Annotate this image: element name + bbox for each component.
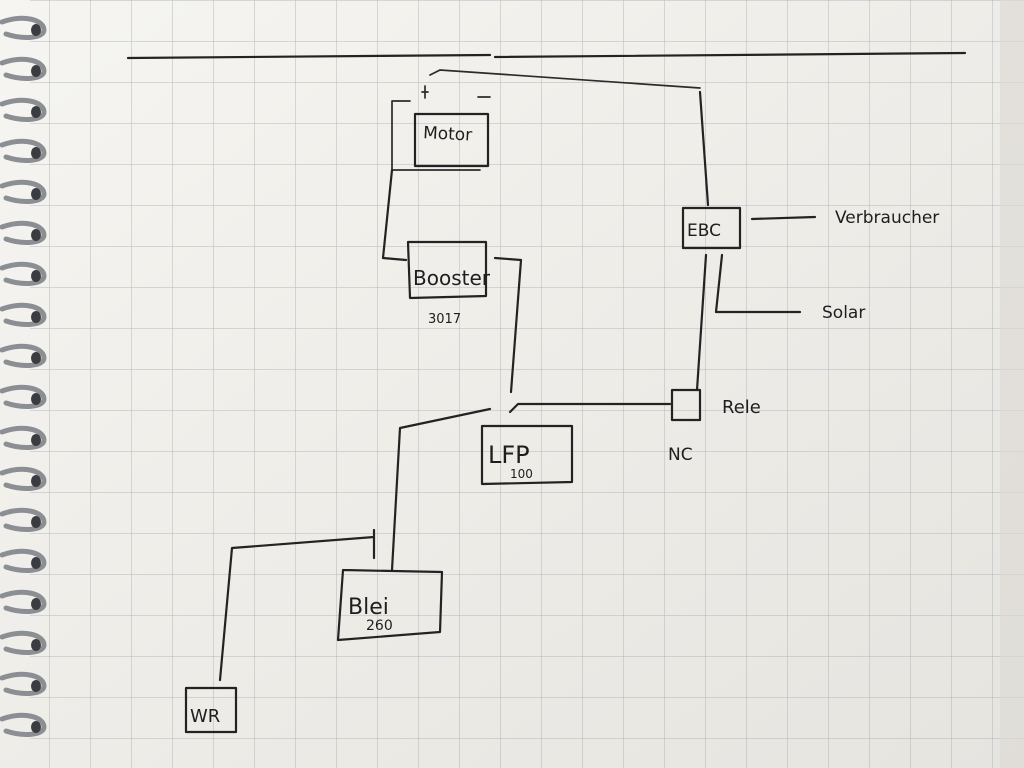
lfp-label: LFP <box>488 441 530 469</box>
spiral-ring <box>0 343 47 368</box>
motor-booster-wire <box>381 168 408 262</box>
wr-label: WR <box>190 706 220 727</box>
rele-ebc-wire <box>695 253 708 392</box>
ebc-verbraucher-wire <box>750 215 817 221</box>
ebc-solar-wire <box>714 253 802 314</box>
spiral-hole <box>31 270 41 282</box>
blei-label: Blei <box>348 595 389 620</box>
lfp-rele-wire <box>508 402 672 414</box>
spiral-binding <box>0 15 47 737</box>
spiral-ring <box>0 220 47 245</box>
spiral-hole <box>31 721 41 733</box>
spiral-ring <box>0 138 47 163</box>
spiral-ring <box>0 507 47 532</box>
motor-label: Motor <box>423 123 473 146</box>
spiral-hole <box>31 311 41 323</box>
rele-component: Rele NC <box>668 388 761 465</box>
spiral-hole <box>31 188 41 200</box>
spiral-hole <box>31 229 41 241</box>
spiral-ring <box>0 425 47 450</box>
spiral-hole <box>31 106 41 118</box>
solar-label: Solar <box>822 303 865 323</box>
spiral-ring <box>0 302 47 327</box>
spiral-hole <box>31 24 41 36</box>
spiral-hole <box>31 434 41 446</box>
spiral-hole <box>31 557 41 569</box>
spiral-hole <box>31 147 41 159</box>
blei-component: Blei 260 <box>336 568 444 642</box>
verbraucher-label: Verbraucher <box>835 208 939 228</box>
blei-rating: 260 <box>366 618 393 634</box>
spiral-hole <box>31 680 41 692</box>
blei-wr-wire <box>218 528 376 682</box>
spiral-hole <box>31 598 41 610</box>
spiral-hole <box>31 475 41 487</box>
spiral-ring <box>0 384 47 409</box>
spiral-ring <box>0 589 47 614</box>
spiral-ring <box>0 548 47 573</box>
ebc-component: EBC <box>681 206 742 250</box>
spiral-ring <box>0 671 47 696</box>
lfp-component: LFP 100 <box>480 424 574 486</box>
wr-component: WR <box>184 686 238 734</box>
spiral-hole <box>31 516 41 528</box>
spiral-ring <box>0 15 47 40</box>
grid-lines <box>30 0 1024 768</box>
top-ebc-wire <box>698 90 710 207</box>
spiral-ring <box>0 712 47 737</box>
lfp-rating: 100 <box>510 467 533 481</box>
booster-lfp-wire <box>493 256 523 394</box>
lfp-blei-wire <box>390 407 492 572</box>
spiral-ring <box>0 179 47 204</box>
rele-label: Rele <box>722 397 761 418</box>
spiral-ring <box>0 56 47 81</box>
booster-component: Booster 3017 <box>406 240 491 327</box>
spiral-hole <box>31 639 41 651</box>
booster-rating: 3017 <box>428 312 461 327</box>
motor-component: Motor <box>391 69 701 171</box>
nc-label: NC <box>668 445 693 465</box>
spiral-hole <box>31 352 41 364</box>
top-rail-line <box>126 51 967 60</box>
right-edge-shadow <box>1000 0 1024 768</box>
booster-label: Booster <box>413 266 491 290</box>
spiral-ring <box>0 630 47 655</box>
spiral-hole <box>31 393 41 405</box>
ebc-label: EBC <box>687 221 721 241</box>
spiral-ring <box>0 261 47 286</box>
spiral-hole <box>31 65 41 77</box>
spiral-ring <box>0 97 47 122</box>
spiral-ring <box>0 466 47 491</box>
